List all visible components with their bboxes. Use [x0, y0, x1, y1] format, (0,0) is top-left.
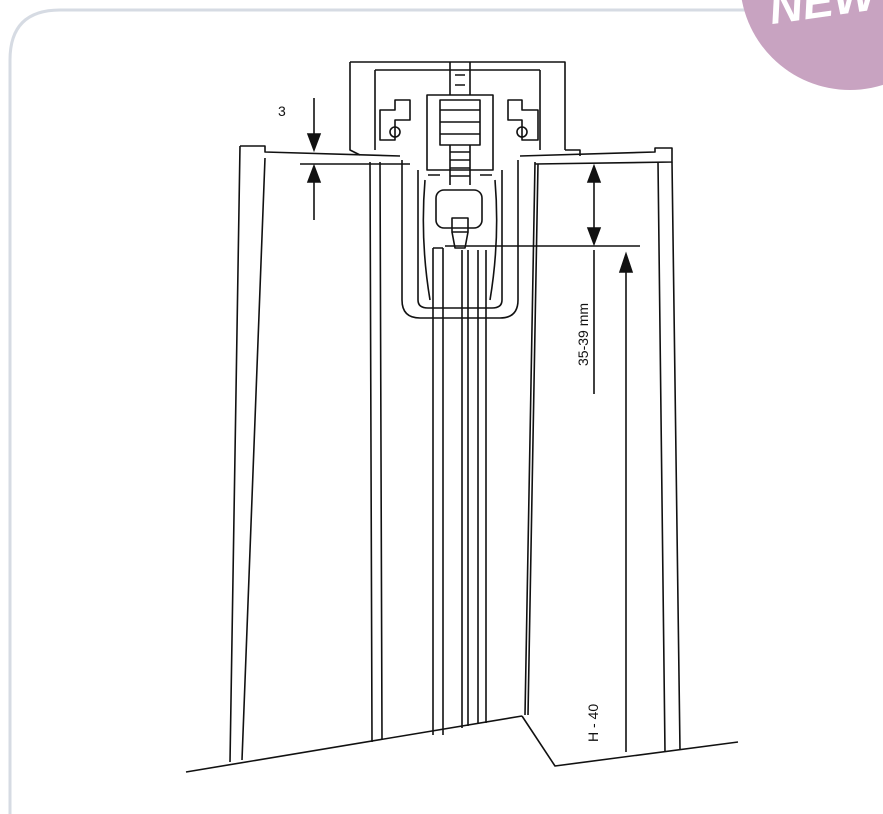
glass-panel [432, 247, 444, 735]
insertion-dimension [445, 163, 640, 394]
floor-step [521, 715, 739, 767]
height-label: H - 40 [585, 704, 601, 742]
hanger-bolt [449, 145, 471, 185]
left-door-leaf [229, 145, 266, 763]
height-arrow-head [618, 251, 634, 273]
clamp-profile-outer [401, 160, 519, 319]
roller-housing [426, 94, 494, 171]
insertion-arrow-top-head [586, 163, 602, 183]
left-clip [379, 99, 411, 141]
top-rail-bottom-ticks [565, 149, 581, 156]
right-door-leaf [524, 161, 539, 716]
adjuster-block [435, 189, 483, 229]
glass-panel-inner [461, 250, 487, 728]
left-inner-edge [369, 161, 383, 743]
top-rail-inner [374, 69, 541, 150]
card-frame [8, 8, 883, 814]
right-clip-screw [516, 126, 528, 138]
adjuster-nut [451, 217, 469, 233]
new-badge-circle [741, 0, 883, 90]
left-door-top [240, 145, 401, 157]
left-clip-screw [389, 126, 401, 138]
gap-arrow-top-head [306, 133, 322, 153]
gap-arrow-bottom-head [306, 163, 322, 183]
gap-label: 3 [278, 103, 286, 119]
door-system-section [185, 61, 739, 773]
roller-bands [440, 109, 480, 135]
clamp-profile-inner [417, 170, 503, 309]
insertion-arrow-bottom-head [586, 227, 602, 247]
hanger-top [449, 62, 471, 95]
insertion-label: 35-39 mm [575, 303, 591, 366]
height-dimension [618, 251, 634, 752]
new-badge: NEW [741, 0, 883, 90]
right-outer-edge [657, 161, 681, 753]
top-rail-profile [349, 61, 566, 156]
floor-line-left [185, 715, 523, 773]
right-clip [507, 99, 539, 141]
gap-dimension [300, 98, 410, 220]
clamp-wedges [422, 174, 498, 301]
right-door-top [519, 147, 673, 165]
adjuster-tip [451, 231, 469, 249]
